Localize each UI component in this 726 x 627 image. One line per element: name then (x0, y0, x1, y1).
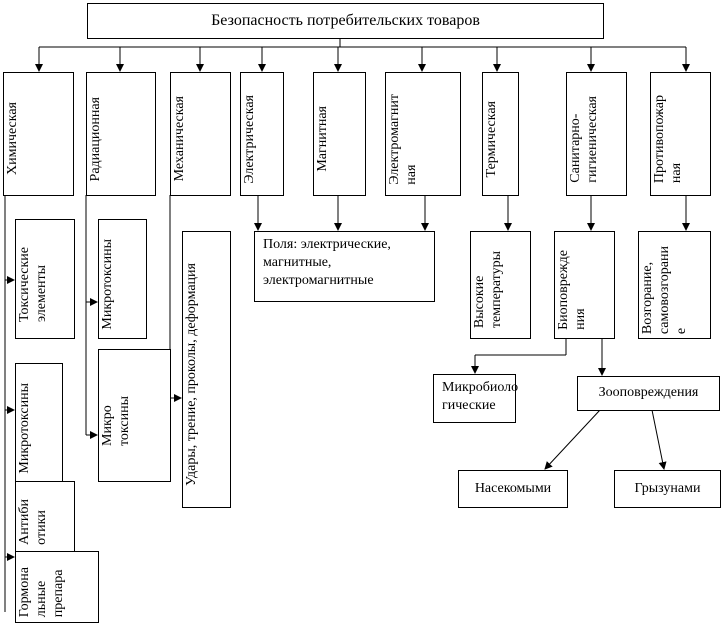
category-label: Электрическая (242, 94, 257, 184)
box-mechanical-damage: Удары, трение, проколы, деформация (182, 231, 231, 508)
box-label: Антиби отики (17, 499, 49, 545)
category-label: Радиационная (88, 96, 103, 182)
box-label: Токсические элементы (17, 246, 49, 322)
box-fields: Поля: электрические, магнитные, электром… (254, 231, 435, 302)
category-label: Магнитная (315, 106, 330, 172)
box-antibiotics: Антиби отики (15, 481, 75, 553)
category-mechanical: Механическая (170, 72, 231, 196)
box-micro-toxins: Микро токсины (98, 349, 171, 482)
box-biodamage: Биоповрежде ния (554, 231, 615, 339)
category-electromagnetic: Электромагнит ная (385, 72, 461, 196)
title: Безопасность потребительских товаров (211, 12, 480, 29)
category-fire: Противопожар ная (650, 72, 711, 196)
box-high-temperatures: Высокие температуры (470, 231, 531, 339)
box-label: Микробиоло гические (442, 380, 519, 413)
box-label: Грызунами (634, 481, 701, 496)
box-label: Насекомыми (474, 481, 552, 496)
category-label: Химическая (5, 102, 20, 176)
box-microtoxins-chemical: Микротоксины (15, 363, 63, 483)
box-label: Микро токсины (100, 395, 132, 446)
box-insects: Насекомыми (458, 470, 568, 508)
box-hormones: Гормона льные препара (15, 551, 99, 623)
category-label: Электромагнит ная (387, 93, 419, 185)
box-label: Зооповреждения (598, 385, 699, 400)
title-box: Безопасность потребительских товаров (87, 3, 604, 39)
category-sanitary: Санитарно- гигиеническая (566, 72, 627, 196)
box-label: Биоповрежде ния (556, 250, 588, 330)
box-label: Высокие температуры (472, 251, 504, 329)
category-label: Противопожар ная (652, 94, 684, 184)
box-ignition: Возгорание, самовозгорани е (638, 231, 711, 339)
box-microbiological: Микробиоло гические (433, 374, 519, 423)
category-thermal: Термическая (482, 72, 519, 196)
box-toxic-elements: Токсические элементы (15, 219, 75, 339)
category-label: Механическая (172, 96, 187, 182)
box-label: Гормона льные препара (17, 566, 66, 618)
box-rodents: Грызунами (614, 470, 721, 508)
category-label: Термическая (484, 100, 499, 178)
box-microtoxins-radiation: Микротоксины (98, 219, 147, 339)
category-radiation: Радиационная (86, 72, 156, 196)
box-label: Микротоксины (100, 238, 115, 330)
category-chemical: Химическая (3, 72, 74, 196)
category-label: Санитарно- гигиеническая (568, 95, 600, 183)
box-label: Возгорание, самовозгорани е (640, 245, 689, 335)
category-magnetic: Магнитная (313, 72, 366, 196)
box-label: Поля: электрические, магнитные, электром… (263, 237, 391, 288)
category-electrical: Электрическая (240, 72, 284, 196)
box-zoodamage: Зооповреждения (577, 376, 720, 411)
box-label: Удары, трение, проколы, деформация (184, 263, 199, 486)
box-label: Микротоксины (17, 382, 32, 474)
